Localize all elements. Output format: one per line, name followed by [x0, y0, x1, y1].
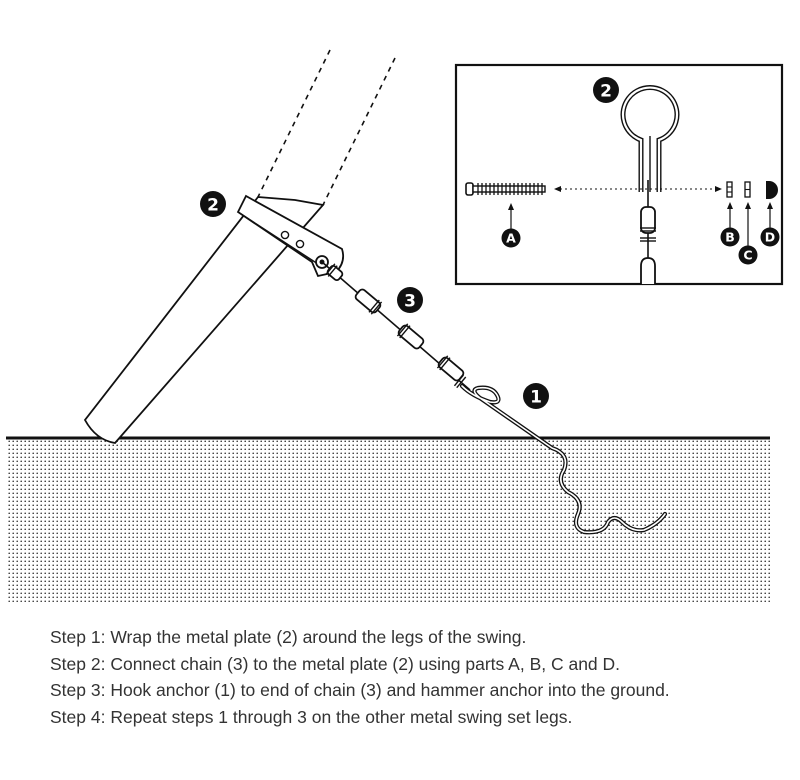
svg-text:1: 1: [530, 388, 542, 408]
soil-texture: [6, 440, 770, 602]
svg-text:C: C: [743, 248, 752, 263]
chain-end-clip: [453, 374, 467, 389]
chain-link: [325, 263, 344, 282]
leg-dashed-edge-left: [257, 49, 331, 198]
plate-hole: [295, 239, 305, 249]
svg-text:2: 2: [207, 196, 219, 216]
svg-text:2: 2: [600, 82, 612, 102]
anchor-installation-diagram: 2 3 1 2: [6, 49, 784, 602]
ground-anchor: [459, 383, 668, 535]
part-label-c: C: [738, 245, 758, 265]
step-1-text: Step 1: Wrap the metal plate (2) around …: [50, 627, 527, 647]
inset-plate-loop: [620, 85, 680, 192]
part-label-a: A: [501, 228, 521, 248]
part-a-bolt: [465, 182, 546, 196]
step-2-text: Step 2: Connect chain (3) to the metal p…: [50, 653, 621, 674]
detail-inset: 2: [454, 63, 784, 286]
swing-leg: [83, 49, 396, 444]
part-label-d: D: [760, 227, 780, 247]
svg-text:3: 3: [404, 292, 416, 312]
part-d-cap-nut: [766, 181, 778, 199]
part-c-washer: [744, 181, 751, 198]
inset-frame: [454, 63, 784, 286]
callout-chain: 3: [397, 287, 423, 313]
chain-link: [436, 355, 465, 382]
part-pointer-arrows: [508, 202, 773, 246]
leg-dashed-edge-right: [322, 57, 396, 206]
chain-link: [354, 288, 383, 315]
svg-text:D: D: [765, 230, 775, 245]
instruction-steps: Step 1: Wrap the metal plate (2) around …: [50, 624, 770, 730]
part-b-washer: [726, 181, 733, 198]
metal-plate-edge: [237, 211, 319, 265]
part-label-b: B: [720, 227, 740, 247]
ground: [6, 436, 770, 602]
svg-text:A: A: [506, 231, 516, 246]
callout-metal-plate: 2: [200, 191, 226, 217]
leg-tube: [83, 196, 325, 444]
step-3-text: Step 3: Hook anchor (1) to end of chain …: [50, 680, 670, 700]
plate-hole: [280, 230, 290, 240]
svg-text:B: B: [725, 230, 735, 245]
step-4-text: Step 4: Repeat steps 1 through 3 on the …: [50, 706, 573, 727]
chain: [321, 261, 471, 391]
callout-inset-metal-plate: 2: [593, 77, 619, 103]
chain-link: [396, 323, 425, 350]
callout-anchor: 1: [523, 383, 549, 409]
inset-chain: [640, 180, 656, 284]
inset-alignment-line: [554, 186, 722, 192]
